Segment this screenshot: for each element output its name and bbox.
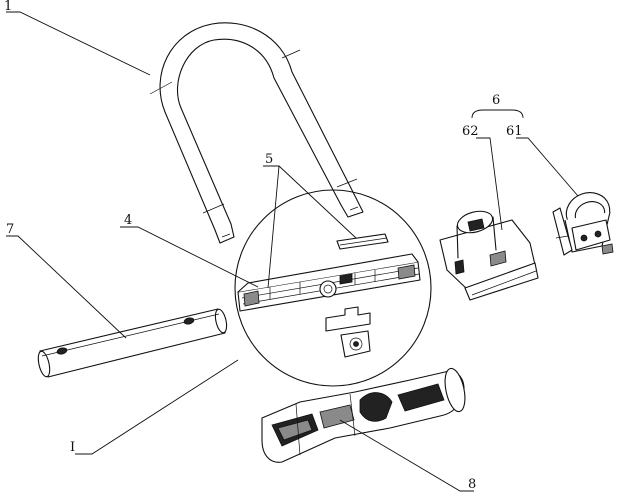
label-detail-i: I [70,440,75,455]
part-61-clamp-ring [552,192,614,256]
part-4-clamp-body [237,253,421,312]
label-part-7: 7 [6,222,14,237]
label-part-1: 1 [4,0,12,14]
reference-labels: 1 4 5 6 62 61 7 I 8 [4,0,523,492]
label-part-61: 61 [506,124,523,139]
part-7-tube [37,308,228,378]
part-1-u-handle [149,22,364,244]
part-8-grip-cover [261,367,466,463]
clip-piece [325,306,371,358]
detail-circle-i [234,189,432,387]
part-62-clamp-half [439,210,539,301]
label-part-4: 4 [124,213,132,228]
part-5-small-bar [336,233,389,250]
label-part-6: 6 [492,93,500,108]
label-part-8: 8 [468,477,476,492]
label-part-62: 62 [462,124,479,139]
leader-lines [6,11,579,492]
label-part-5: 5 [265,152,273,167]
